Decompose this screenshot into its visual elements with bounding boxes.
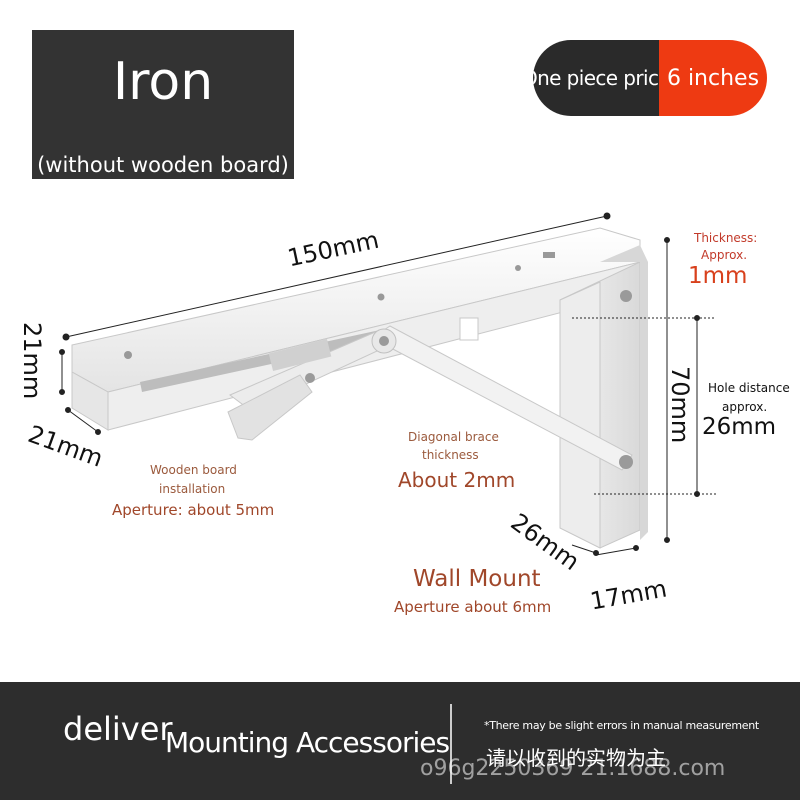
- brace-value: About 2mm: [398, 468, 516, 492]
- brace-title-1: Diagonal brace: [408, 430, 499, 444]
- brace-title-2: thickness: [422, 448, 479, 462]
- measurement-note: *There may be slight errors in manual me…: [484, 719, 759, 732]
- footer-banner: deliver Mounting Accessories *There may …: [0, 682, 800, 800]
- thickness-title-2: Approx.: [701, 248, 748, 262]
- price-label: One piece price: [533, 40, 671, 116]
- deliver-label: deliver: [63, 710, 173, 748]
- watermark: o96g2250369 21.1688.com: [420, 756, 726, 781]
- board-title-1: Wooden board: [150, 463, 237, 477]
- material-box: Iron (without wooden board): [32, 30, 294, 179]
- wall-mount-title: Wall Mount: [413, 566, 541, 592]
- end-height-label: 21mm: [18, 322, 46, 400]
- dimension-lines: [59, 212, 716, 556]
- price-pill: One piece price 6 inches: [533, 40, 767, 116]
- thickness-value: 1mm: [688, 263, 748, 289]
- chinese-note: 请以收到的实物为主: [486, 746, 666, 770]
- hole-distance-value: 26mm: [702, 414, 777, 440]
- material-note: (without wooden board): [37, 153, 289, 177]
- footer-divider: [450, 704, 452, 784]
- vertical-arm: [559, 245, 648, 549]
- hole-distance-title-1: Hole distance: [708, 381, 790, 395]
- hole-distance-title-2: approx.: [722, 400, 768, 414]
- vertical-label: 70mm: [666, 366, 694, 444]
- board-title-2: installation: [159, 482, 226, 496]
- size-label: 6 inches: [659, 40, 767, 116]
- material-title: Iron: [112, 52, 214, 112]
- wall-mount-value: Aperture about 6mm: [394, 598, 552, 616]
- diagonal-brace: [227, 290, 633, 471]
- board-value: Aperture: about 5mm: [112, 501, 275, 519]
- accessories-label: Mounting Accessories: [165, 726, 450, 759]
- thickness-title-1: Thickness:: [694, 231, 758, 245]
